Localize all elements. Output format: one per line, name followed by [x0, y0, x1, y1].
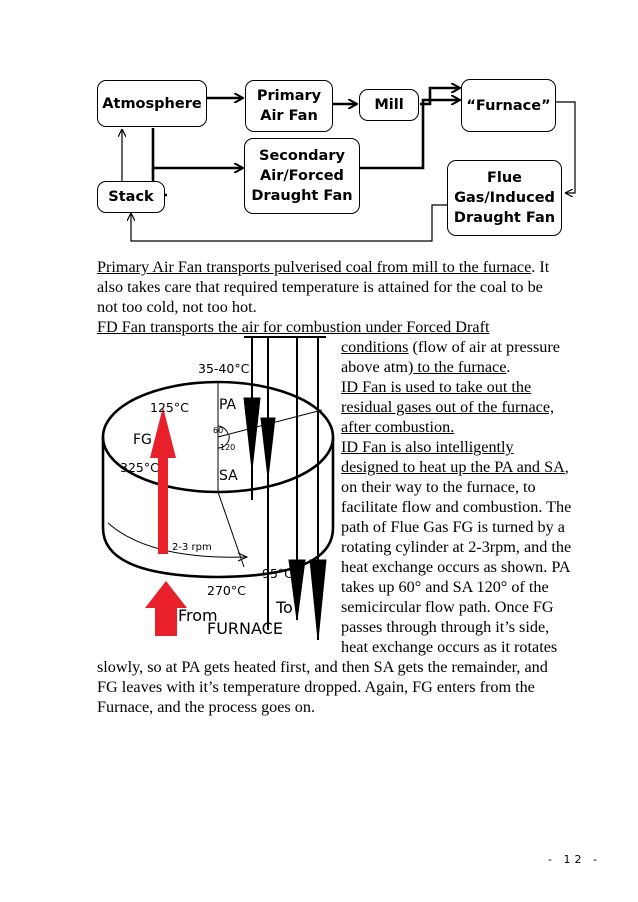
angle-60-arc [217, 425, 229, 435]
right-column-line: conditions (flow of air at pressure [341, 337, 560, 357]
fg-arrow-from-furnace [145, 581, 187, 636]
paragraph-1-rest: . It [531, 258, 550, 276]
furnace-to-flue-fan-arrow [556, 101, 576, 193]
angle-120-label: 120 [220, 443, 235, 452]
furnace-box: “Furnace” [461, 79, 556, 132]
right-column-line: passes through through it’s side, [341, 617, 549, 637]
angle-60-label: 60 [213, 426, 223, 435]
bottom-line-3: Furnace, and the process goes on. [97, 698, 316, 716]
sa-inlet-arrowhead [260, 417, 276, 479]
right-column-line: heat exchange occurs as shown. PA [341, 557, 571, 577]
right-column-line: on their way to the furnace, to [341, 477, 536, 497]
bottom-line-2: FG leaves with it’s temperature dropped.… [97, 678, 535, 696]
right-column-line: above atm) to the furnace. [341, 357, 510, 377]
temp-fg-side-label: 325°C [120, 460, 159, 475]
furnace-label: FURNACE [207, 619, 283, 638]
to-label: To [275, 598, 293, 617]
underlined-text: to the furnace [413, 358, 507, 376]
mill-box: Mill [359, 89, 419, 121]
fg-arrow-inside [150, 407, 176, 554]
plain-text: facilitate flow and combustion. The [341, 498, 572, 516]
flue-fan-to-stack-arrow [131, 204, 447, 242]
plain-text: passes through through it’s side, [341, 618, 550, 636]
sa-label: SA [219, 468, 238, 484]
atmosphere-box: Atmosphere [97, 80, 207, 127]
cylinder-bottom-arc [101, 527, 335, 579]
divider-front [217, 491, 245, 568]
plain-text: on their way to the furnace, to [341, 478, 536, 496]
stack-box: Stack [97, 181, 165, 213]
plain-text: heat exchange occurs as it rotates [341, 638, 558, 656]
plain-text: . [506, 358, 511, 376]
rpm-label: 2-3 rpm [172, 542, 212, 553]
down-arrowhead-3 [309, 559, 327, 641]
plain-text: path of Flue Gas FG is turned by a [341, 518, 565, 536]
right-column-line: residual gases out of the furnace, [341, 397, 554, 417]
underlined-text: ID Fan is used to take out the [341, 378, 532, 396]
underlined-text: designed to heat up the PA and SA [341, 458, 565, 476]
paragraph-1-line-3: not too cold, not too hot. [97, 298, 257, 316]
paragraph-1-underlined: Primary Air Fan transports pulverised co… [97, 258, 532, 276]
right-column-line: ID Fan is used to take out the [341, 377, 531, 397]
plain-text: rotating cylinder at 2-3rpm, and the [341, 538, 572, 556]
secondary-fan-to-furnace-arrow [360, 100, 459, 170]
plain-text: (flow of air at pressure [408, 338, 560, 356]
secondary-air-fan-box: Secondary Air/Forced Draught Fan [244, 138, 360, 214]
paragraph-1-line-1: Primary Air Fan transports pulverised co… [97, 257, 549, 277]
right-column-line: semicircular flow path. Once FG [341, 597, 554, 617]
pa-inlet-arrowhead [243, 397, 261, 471]
temp-fg-top-label: 125°C [150, 400, 189, 415]
right-column-line: facilitate flow and combustion. The [341, 497, 571, 517]
temp-sa-out-label: 95°C [262, 566, 293, 581]
underlined-text: residual gases out of the furnace, [341, 398, 555, 416]
right-column-line: after combustion. [341, 417, 454, 437]
bottom-line-1: slowly, so at PA gets heated first, and … [97, 658, 548, 676]
underlined-text: after combustion. [341, 418, 455, 436]
right-column-line: path of Flue Gas FG is turned by a [341, 517, 565, 537]
right-column-line: rotating cylinder at 2-3rpm, and the [341, 537, 571, 557]
underlined-text: conditions [341, 338, 409, 356]
rotation-arrowhead [237, 552, 249, 562]
pa-label: PA [219, 397, 237, 413]
right-column-line: takes up 60° and SA 120° of the [341, 577, 549, 597]
plain-text: , [564, 458, 569, 476]
paragraph-2-line-1: FD Fan transports the air for combustion… [97, 318, 490, 336]
right-column-line: designed to heat up the PA and SA, [341, 457, 569, 477]
temp-pa-label: 35-40°C [198, 361, 250, 376]
primary-air-fan-box: Primary Air Fan [245, 80, 333, 132]
page-number: - 12 - [548, 853, 601, 866]
plain-text: heat exchange occurs as shown. PA [341, 558, 571, 576]
from-label: From [178, 606, 218, 625]
plain-text: takes up 60° and SA 120° of the [341, 578, 549, 596]
right-column-line: ID Fan is also intelligently [341, 437, 514, 457]
paragraph-1-line-2: also takes care that required temperatur… [97, 278, 543, 296]
right-column-line: heat exchange occurs as it rotates [341, 637, 557, 657]
fg-label: FG [133, 432, 152, 448]
flue-gas-fan-box: Flue Gas/Induced Draught Fan [447, 160, 562, 236]
down-arrowhead-2 [288, 559, 306, 621]
temp-in-label: 270°C [207, 583, 246, 598]
mill-to-furnace-arrow [420, 88, 459, 106]
underlined-text: ID Fan is also intelligently [341, 438, 514, 456]
plain-text: above atm) [341, 358, 414, 376]
angle-120-arc [217, 434, 230, 449]
plain-text: semicircular flow path. Once FG [341, 598, 554, 616]
